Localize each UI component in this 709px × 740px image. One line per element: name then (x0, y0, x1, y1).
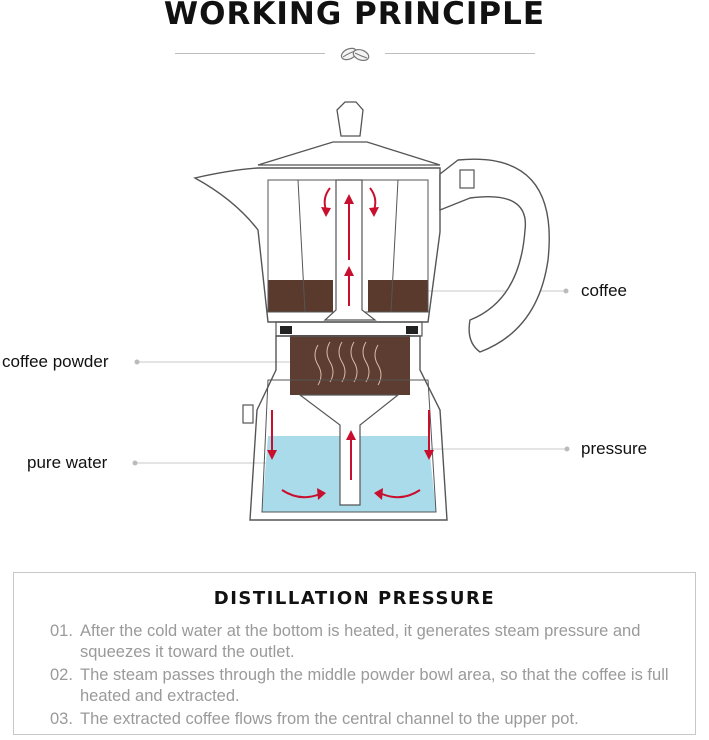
filter-plate (275, 321, 423, 337)
leader-dot-coffee-powder (134, 359, 140, 365)
red-flow-arrow-icon (267, 187, 434, 500)
moka-pot-diagram (132, 101, 570, 521)
label-pressure: pressure (581, 439, 648, 458)
step-item: 01. After the cold water at the bottom i… (50, 621, 690, 663)
lower-chamber-inner (261, 379, 437, 513)
coffee-beans-icon (340, 47, 370, 62)
distillation-pressure-panel: DISTILLATION PRESSURE 01. After the cold… (13, 572, 696, 735)
divider-line-right (385, 53, 535, 54)
lid-knob (336, 101, 364, 137)
page-title: WORKING PRINCIPLE (163, 0, 546, 32)
steps-list: 01. After the cold water at the bottom i… (50, 621, 690, 732)
coffee-powder-basket (290, 335, 410, 395)
step-number: 02. (50, 666, 73, 684)
brewed-coffee-fill (268, 280, 428, 312)
step-item: 03. The extracted coffee flows from the … (50, 709, 690, 730)
label-coffee-powder: coffee powder (2, 352, 109, 371)
step-text: The extracted coffee flows from the cent… (80, 710, 579, 728)
leader-dot-pressure (564, 446, 570, 452)
steam-lines (314, 341, 382, 386)
leader-dot-coffee (563, 288, 569, 294)
step-item: 02. The steam passes through the middle … (50, 665, 690, 707)
gasket-right (406, 326, 418, 334)
label-pure-water: pure water (27, 453, 108, 472)
lid (257, 141, 441, 166)
step-text: The steam passes through the middle powd… (80, 666, 669, 705)
handle (439, 158, 550, 353)
upper-pot-inner (267, 179, 429, 313)
panel-title: DISTILLATION PRESSURE (213, 588, 496, 609)
divider-line-left (175, 53, 325, 54)
step-number: 01. (50, 622, 73, 640)
label-coffee: coffee (581, 281, 628, 300)
title-divider (175, 47, 535, 62)
safety-valve (242, 404, 254, 424)
water-funnel (298, 394, 400, 506)
gasket-left (280, 326, 292, 334)
handle-hinge (459, 169, 475, 189)
lower-chamber (249, 335, 448, 521)
step-text: After the cold water at the bottom is he… (80, 622, 641, 661)
step-number: 03. (50, 710, 73, 728)
leader-dot-pure-water (132, 460, 138, 466)
